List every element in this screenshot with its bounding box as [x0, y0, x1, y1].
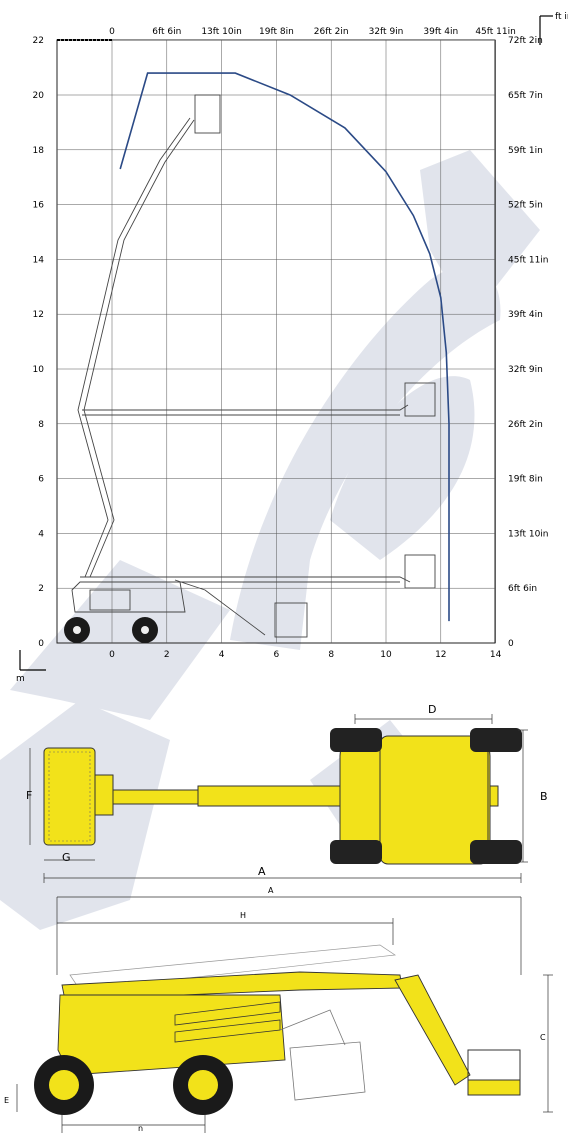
- chassis-outline: [71, 581, 186, 613]
- y-tick-label-ft: 59ft 1in: [508, 146, 543, 156]
- y-tick-label-m: 2: [38, 584, 44, 594]
- y-tick-label-m: 20: [33, 91, 45, 101]
- turntable-top: [379, 735, 489, 865]
- side-view-drawing: A H C E n: [4, 886, 553, 1133]
- y-tick-label-m: 0: [38, 639, 44, 649]
- x-tick-label-m: 14: [490, 650, 502, 660]
- wheel-icon: [470, 728, 522, 752]
- top-view-drawing: D B F G A: [26, 703, 548, 883]
- wheel-icon: [330, 728, 382, 752]
- unit-ft-marker: ft in: [539, 12, 568, 45]
- y-tick-label-m: 4: [38, 529, 44, 539]
- x-tick-label-ft: 19ft 8in: [259, 27, 294, 37]
- y-tick-label-m: 12: [33, 310, 44, 320]
- wheel-icon: [330, 840, 382, 864]
- y-tick-label-m: 14: [33, 255, 45, 265]
- jib-side: [394, 974, 471, 1086]
- dim-label-n: n: [138, 1124, 143, 1133]
- y-tick-label-m: 18: [33, 146, 45, 156]
- dim-label-h: H: [240, 911, 246, 920]
- y-tick-label-m: 10: [33, 365, 45, 375]
- chart-grid: [57, 39, 496, 643]
- platform-rotator: [94, 774, 114, 816]
- dim-label-g: G: [62, 851, 71, 864]
- x-tick-label-ft: 45ft 11in: [475, 27, 516, 37]
- y-tick-label-ft: 65ft 7in: [508, 91, 543, 101]
- dim-label-b: B: [540, 790, 548, 803]
- y-tick-label-m: 6: [38, 475, 44, 485]
- platform-basket: [43, 747, 96, 846]
- x-tick-label-ft: 26ft 2in: [314, 27, 349, 37]
- y-tick-label-ft: 13ft 10in: [508, 529, 549, 539]
- x-tick-label-ft: 13ft 10in: [201, 27, 242, 37]
- unit-m-label: m: [16, 674, 25, 684]
- dim-label-c: C: [540, 1033, 546, 1042]
- boom-position-drawings: [71, 94, 436, 638]
- x-tick-label-m: 6: [274, 650, 280, 660]
- y-tick-label-ft: 32ft 9in: [508, 365, 543, 375]
- y-tick-label-ft: 26ft 2in: [508, 420, 543, 430]
- dimension-lines-top: [29, 714, 528, 883]
- y-tick-label-ft: 39ft 4in: [508, 310, 543, 320]
- boom-stowed-lower: [80, 576, 411, 583]
- y-tick-label-ft: 6ft 6in: [508, 584, 537, 594]
- unit-ft-label: ft in: [555, 12, 568, 22]
- jib-arm: [112, 789, 199, 805]
- x-tick-label-m: 2: [164, 650, 170, 660]
- working-envelope-line: [119, 72, 450, 622]
- x-tick-label-ft: 6ft 6in: [152, 27, 181, 37]
- y-axis-ft-ticks: 0 6ft 6in 13ft 10in 19ft 8in 26ft 2in 32ft 9i…: [508, 36, 549, 649]
- y-tick-label-ft: 45ft 11in: [508, 255, 549, 265]
- side-wheels: [34, 1055, 233, 1115]
- x-tick-label-m: 8: [328, 650, 334, 660]
- y-tick-label-m: 16: [33, 201, 45, 211]
- x-axis-ft-ticks: 0 6ft 6in 13ft 10in 19ft 8in 26ft 2in 32ft 9i…: [109, 27, 516, 37]
- reach-chart: 0 6ft 6in 13ft 10in 19ft 8in 26ft 2in 32ft 9i…: [16, 12, 568, 684]
- x-tick-label-ft: 0: [109, 27, 115, 37]
- y-axis-m-ticks: 0 2 4 6 8 10 12 14 16 18 20 22: [33, 36, 45, 649]
- y-tick-label-ft: 72ft 2in: [508, 36, 543, 46]
- x-tick-label-ft: 32ft 9in: [369, 27, 404, 37]
- boom-full-height: [77, 117, 191, 578]
- dim-label-f: F: [26, 789, 32, 802]
- wheel-icon: [470, 840, 522, 864]
- chart-wheels: [64, 617, 158, 643]
- x-tick-label-m: 0: [109, 650, 115, 660]
- dim-label-d: D: [428, 703, 436, 716]
- y-tick-label-m: 22: [33, 36, 44, 46]
- dim-label-a-side: A: [268, 886, 274, 895]
- y-tick-label-ft: 52ft 5in: [508, 201, 543, 211]
- y-tick-label-m: 8: [38, 420, 44, 430]
- dim-label-e: E: [4, 1096, 9, 1105]
- y-tick-label-ft: 0: [508, 639, 514, 649]
- stowed-basket-ghost: [289, 1041, 366, 1101]
- dim-label-a-top: A: [258, 865, 266, 878]
- x-tick-label-m: 4: [219, 650, 225, 660]
- watermark-logo: [0, 150, 540, 930]
- unit-m-marker: m: [16, 650, 46, 684]
- x-axis-m-ticks: 0 2 4 6 8 10 12 14: [109, 650, 501, 660]
- y-tick-label-ft: 19ft 8in: [508, 475, 543, 485]
- dimension-lines-side: [16, 896, 553, 1133]
- x-tick-label-m: 12: [435, 650, 446, 660]
- x-tick-label-ft: 39ft 4in: [423, 27, 458, 37]
- x-tick-label-m: 10: [380, 650, 392, 660]
